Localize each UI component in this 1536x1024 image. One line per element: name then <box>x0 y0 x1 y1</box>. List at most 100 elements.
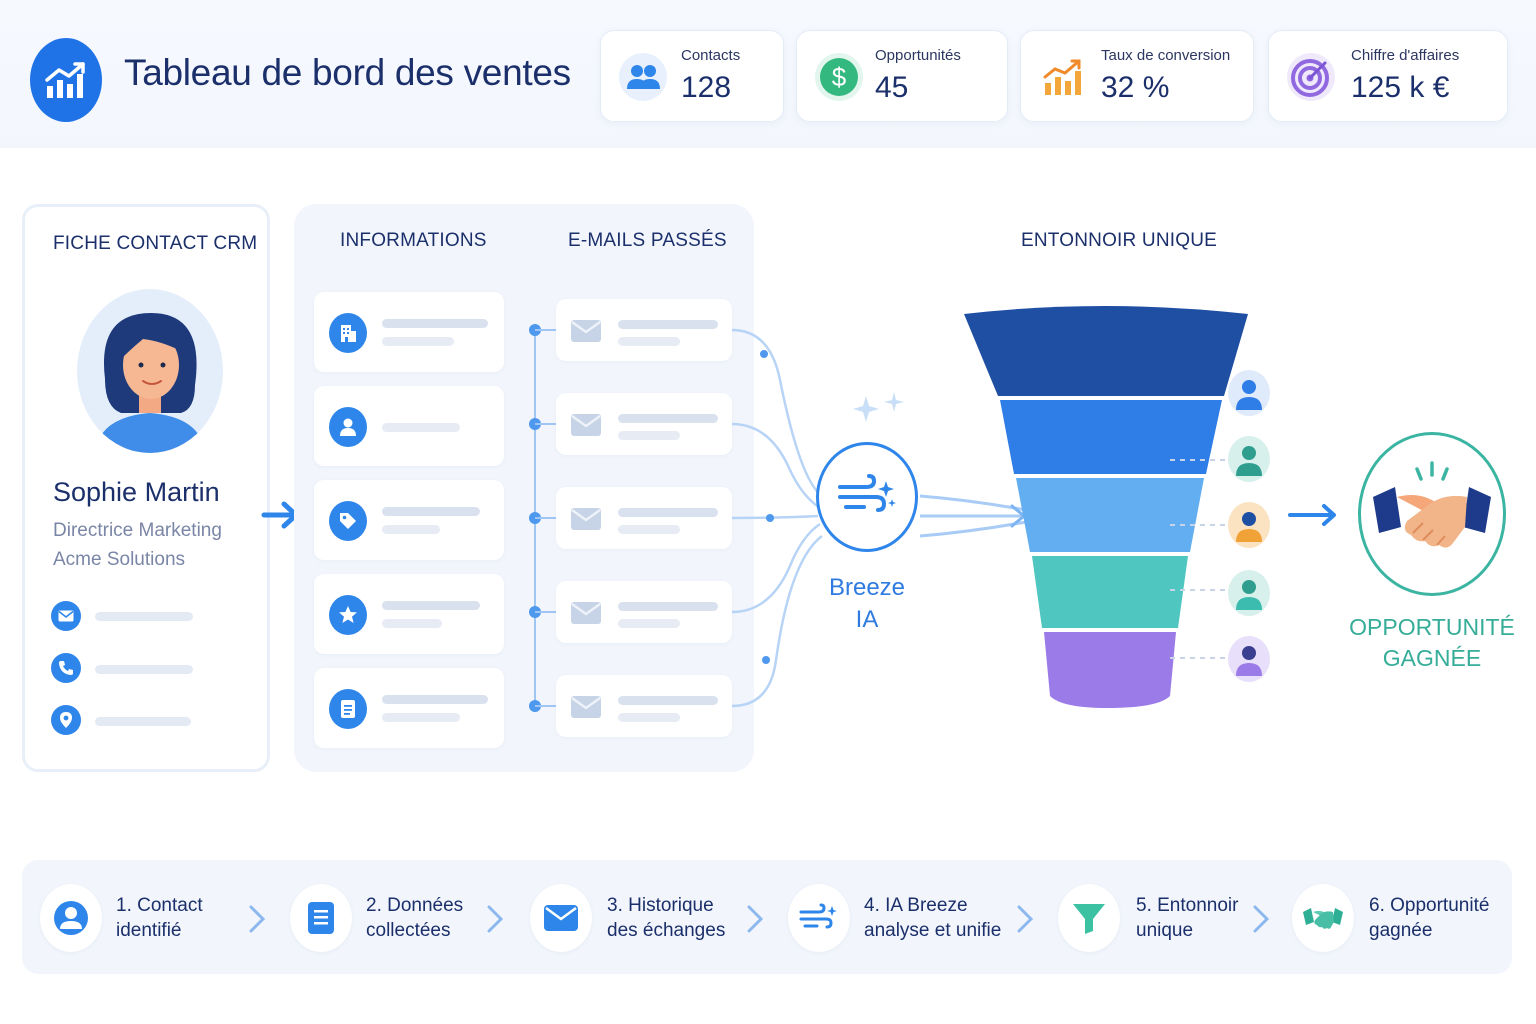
kpi-card-chiffre-affaires[interactable]: Chiffre d'affaires 125 k € <box>1268 30 1508 122</box>
breeze-ai-node[interactable] <box>816 442 918 552</box>
lead-avatar-icon[interactable] <box>1228 502 1270 548</box>
envelope-icon[interactable] <box>51 601 81 631</box>
address-placeholder-line <box>95 717 191 726</box>
dollar-icon: $ <box>815 51 863 103</box>
step-3-label: 3. Historique des échanges <box>607 895 726 941</box>
phone-placeholder-line <box>95 665 193 674</box>
step-4-label: 4. IA Breeze analyse et unifie <box>864 895 1002 941</box>
star-icon <box>329 595 367 635</box>
user-icon <box>329 407 367 447</box>
step-3-icon[interactable] <box>530 884 592 952</box>
process-steps-bar: 1. Contact identifié 2. Données collecté… <box>22 860 1512 974</box>
data-sources-panel: INFORMATIONS E-MAILS PASSÉS <box>294 204 754 772</box>
info-row-company[interactable] <box>314 292 504 372</box>
header-bar: Tableau de bord des ventes Contacts 128 … <box>0 0 1536 148</box>
kpi-value: 125 k € <box>1351 71 1450 104</box>
growth-chart-icon <box>1039 51 1087 103</box>
contact-role: Directrice Marketing <box>53 520 222 541</box>
envelope-icon <box>571 414 601 436</box>
kpi-label: Contacts <box>681 47 741 64</box>
lead-avatar-icon[interactable] <box>1228 636 1270 682</box>
arrow-right-icon <box>1288 504 1336 526</box>
opportunity-label: OPPORTUNITÉ GAGNÉE <box>1340 612 1524 674</box>
email-placeholder-line <box>95 612 193 621</box>
opportunity-label-line: GAGNÉE <box>1382 645 1482 671</box>
chevron-right-icon <box>249 905 266 933</box>
contact-card[interactable]: FICHE CONTACT CRM Sophie Martin Directri… <box>22 204 270 772</box>
breeze-label-line2: IA <box>855 606 879 633</box>
kpi-label: Chiffre d'affaires <box>1351 47 1460 64</box>
kpi-card-opportunites[interactable]: $ Opportunités 45 <box>796 30 1008 122</box>
envelope-icon <box>544 905 578 931</box>
building-icon <box>329 313 367 353</box>
contact-section-title: FICHE CONTACT CRM <box>53 233 258 254</box>
kpi-label: Taux de conversion <box>1101 47 1231 64</box>
step-4-icon[interactable] <box>788 884 850 952</box>
data-flow-lines <box>731 328 1027 708</box>
chevron-right-icon <box>1017 905 1034 933</box>
email-item[interactable] <box>556 299 732 361</box>
email-item[interactable] <box>556 581 732 643</box>
kpi-value: 128 <box>681 71 732 104</box>
kpi-card-contacts[interactable]: Contacts 128 <box>600 30 784 122</box>
opportunity-label-line: OPPORTUNITÉ <box>1349 614 1515 640</box>
step-5-icon[interactable] <box>1058 884 1120 952</box>
location-pin-icon[interactable] <box>51 705 81 735</box>
step-6-icon[interactable] <box>1292 884 1354 952</box>
sales-funnel[interactable] <box>958 300 1258 712</box>
contact-name: Sophie Martin <box>53 477 220 507</box>
funnel-connector-dashes <box>1170 459 1228 659</box>
info-row-tag[interactable] <box>314 480 504 560</box>
handshake-icon <box>1303 908 1343 929</box>
tag-icon <box>329 501 367 541</box>
document-icon <box>329 689 367 729</box>
funnel-icon <box>1073 904 1105 934</box>
step-1-icon[interactable] <box>40 884 102 952</box>
info-row-person[interactable] <box>314 386 504 466</box>
user-icon <box>54 901 88 935</box>
document-icon <box>308 902 334 934</box>
step-5-label: 5. Entonnoir unique <box>1136 895 1239 941</box>
email-item[interactable] <box>556 487 732 549</box>
breeze-icon <box>838 474 896 512</box>
step-2-icon[interactable] <box>290 884 352 952</box>
page-title: Tableau de bord des ventes <box>124 52 571 93</box>
handshake-icon <box>1373 461 1491 548</box>
info-row-document[interactable] <box>314 668 504 748</box>
step-6-label: 6. Opportunité gagnée <box>1369 895 1490 941</box>
contact-company: Acme Solutions <box>53 549 186 570</box>
envelope-icon <box>571 602 601 624</box>
chevron-right-icon <box>487 905 504 933</box>
email-item[interactable] <box>556 393 732 455</box>
kpi-value: 32 % <box>1101 71 1170 104</box>
phone-icon[interactable] <box>51 653 81 683</box>
lead-avatar-icon[interactable] <box>1228 570 1270 616</box>
email-connector-lines <box>529 324 556 712</box>
lead-avatar-icon[interactable] <box>1228 370 1270 416</box>
opportunity-won-node[interactable] <box>1358 432 1506 596</box>
breeze-label: Breeze IA <box>820 572 914 636</box>
avatar <box>77 289 223 453</box>
envelope-icon <box>571 508 601 530</box>
step-2-label: 2. Données collectées <box>366 895 464 941</box>
lead-avatar-icon[interactable] <box>1228 436 1270 482</box>
sales-chart-logo-icon <box>30 38 102 122</box>
svg-text:$: $ <box>832 62 847 92</box>
informations-title: INFORMATIONS <box>340 230 487 251</box>
step-1-label: 1. Contact identifié <box>116 895 203 941</box>
emails-title: E-MAILS PASSÉS <box>568 230 727 251</box>
breeze-icon <box>799 903 837 929</box>
breeze-label-line1: Breeze <box>828 574 906 601</box>
email-item[interactable] <box>556 675 732 737</box>
users-icon <box>619 51 667 103</box>
info-row-favorite[interactable] <box>314 574 504 654</box>
funnel-title: ENTONNOIR UNIQUE <box>1021 230 1218 251</box>
chevron-right-icon <box>747 905 764 933</box>
kpi-value: 45 <box>875 71 909 104</box>
target-icon <box>1287 51 1335 103</box>
chevron-right-icon <box>1253 905 1270 933</box>
envelope-icon <box>571 320 601 342</box>
kpi-card-conversion[interactable]: Taux de conversion 32 % <box>1020 30 1254 122</box>
envelope-icon <box>571 696 601 718</box>
kpi-label: Opportunités <box>875 47 961 64</box>
